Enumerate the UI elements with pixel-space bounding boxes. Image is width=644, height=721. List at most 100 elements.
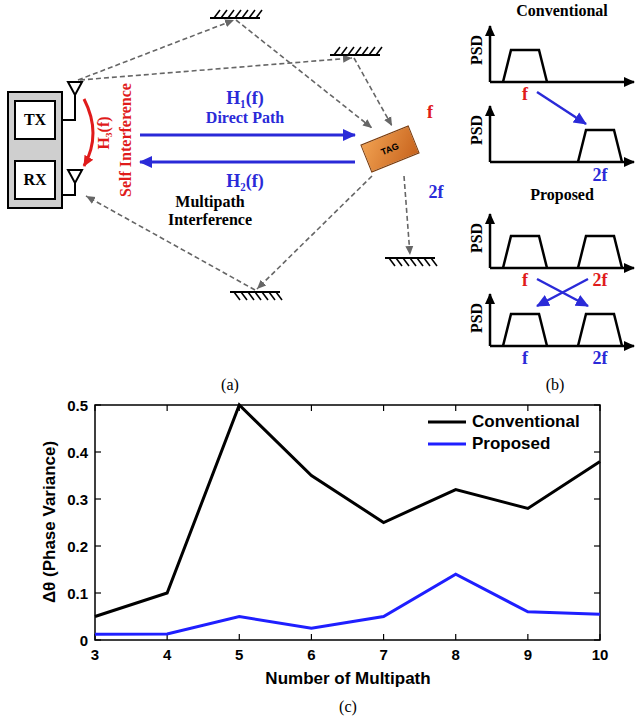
y-tick — [95, 498, 101, 499]
y-tick — [594, 639, 600, 640]
legend-text: Proposed — [472, 434, 550, 454]
wall-hatch — [334, 47, 340, 55]
frequency-label: 2f — [593, 348, 608, 369]
frequency-label: 2f — [429, 182, 444, 203]
x-tick — [383, 634, 384, 640]
x-tick — [311, 634, 312, 640]
psd-axis — [490, 345, 634, 348]
rfid-tag: TAG — [360, 125, 419, 172]
wall-hatch — [262, 292, 268, 300]
y-tick — [95, 639, 101, 640]
y-tick — [594, 451, 600, 452]
panel-label: (c) — [339, 698, 357, 716]
psd-axis — [490, 81, 634, 84]
wall-hatch — [235, 10, 241, 18]
y-tick — [95, 592, 101, 593]
plot-frame — [95, 405, 600, 640]
y-tick — [95, 404, 101, 405]
y-tick — [95, 451, 101, 452]
node-text: TX — [24, 111, 46, 129]
tick-label: 7 — [379, 646, 387, 663]
spectrum-band — [578, 130, 622, 162]
wall-hatch — [221, 10, 227, 18]
tick-label: 0.4 — [67, 444, 88, 461]
channel-label: H₂(f) — [226, 171, 263, 192]
path-label: Self Interference — [117, 83, 135, 197]
psd-sketches — [490, 26, 634, 346]
tick-label: 5 — [235, 646, 243, 663]
antennas — [62, 82, 82, 195]
tick-label: 8 — [452, 646, 460, 663]
reader-housing — [8, 92, 62, 208]
wall-hatch — [362, 47, 368, 55]
wall-hatch — [389, 258, 395, 266]
channel-label: H₃(f) — [95, 116, 113, 149]
tick-label: 6 — [307, 646, 315, 663]
x-tick — [239, 634, 240, 640]
wall-hatch — [269, 292, 275, 300]
axis-title: Δθ (Phase Variance) — [40, 441, 60, 603]
panel-label: (b) — [546, 376, 565, 394]
frequency-label: f — [522, 348, 528, 369]
legend-samples — [428, 422, 466, 444]
axis-label: PSD — [468, 223, 486, 253]
node-text: RX — [23, 171, 46, 189]
wall-hatch — [376, 47, 382, 55]
x-tick — [527, 634, 528, 640]
x-tick — [455, 405, 456, 411]
psd-axis — [490, 161, 634, 164]
x-tick — [455, 634, 456, 640]
frequency-label: f — [522, 84, 528, 105]
wall-hatch — [341, 47, 347, 55]
wall-hatch — [369, 47, 375, 55]
psd-axis — [489, 106, 492, 162]
wall-hatch — [214, 10, 220, 18]
spectrum-band — [578, 314, 622, 346]
direct-path-arrow — [140, 134, 355, 137]
self-interference-arrow — [84, 99, 93, 166]
axis-label: PSD — [468, 115, 486, 145]
path-label: Direct Path — [206, 109, 284, 127]
multipath-rays — [78, 20, 410, 290]
node-text: TAG — [380, 141, 401, 157]
y-tick — [594, 592, 600, 593]
direct-path-arrow — [140, 161, 355, 164]
x-tick — [311, 405, 312, 411]
tick-label: 0.3 — [67, 491, 88, 508]
rx-block: RX — [14, 160, 56, 200]
proposed-series — [95, 574, 600, 634]
wall-hatch — [403, 258, 409, 266]
panel-label: (a) — [221, 376, 239, 394]
psd-axis — [489, 294, 492, 346]
x-tick — [167, 405, 168, 411]
wall-hatch — [431, 258, 437, 266]
frequency-label: f — [427, 102, 433, 123]
tick-label: 0.2 — [67, 538, 88, 555]
axis-label: PSD — [468, 303, 486, 333]
wall-hatch — [248, 292, 254, 300]
tick-label: 10 — [592, 646, 609, 663]
x-tick — [94, 405, 95, 411]
axis-ticks — [95, 405, 600, 640]
psd-axis — [489, 214, 492, 268]
wall-hatch — [228, 10, 234, 18]
axis-title: Number of Multipath — [265, 669, 430, 689]
y-tick — [594, 404, 600, 405]
axis-label: PSD — [468, 35, 486, 65]
x-tick — [383, 405, 384, 411]
tx-block: TX — [14, 100, 56, 140]
x-tick — [527, 405, 528, 411]
spectrum-band — [578, 236, 622, 268]
legend-text: Conventional — [472, 412, 580, 432]
wall-hatch — [355, 47, 361, 55]
wall-hatch — [424, 258, 430, 266]
path-label: Multipath Interference — [158, 193, 262, 229]
wall-hatch — [396, 258, 402, 266]
y-tick — [594, 498, 600, 499]
wall-hatch — [242, 10, 248, 18]
x-tick — [599, 405, 600, 411]
channel-label: H₁(f) — [226, 88, 263, 109]
wall-hatch — [348, 47, 354, 55]
